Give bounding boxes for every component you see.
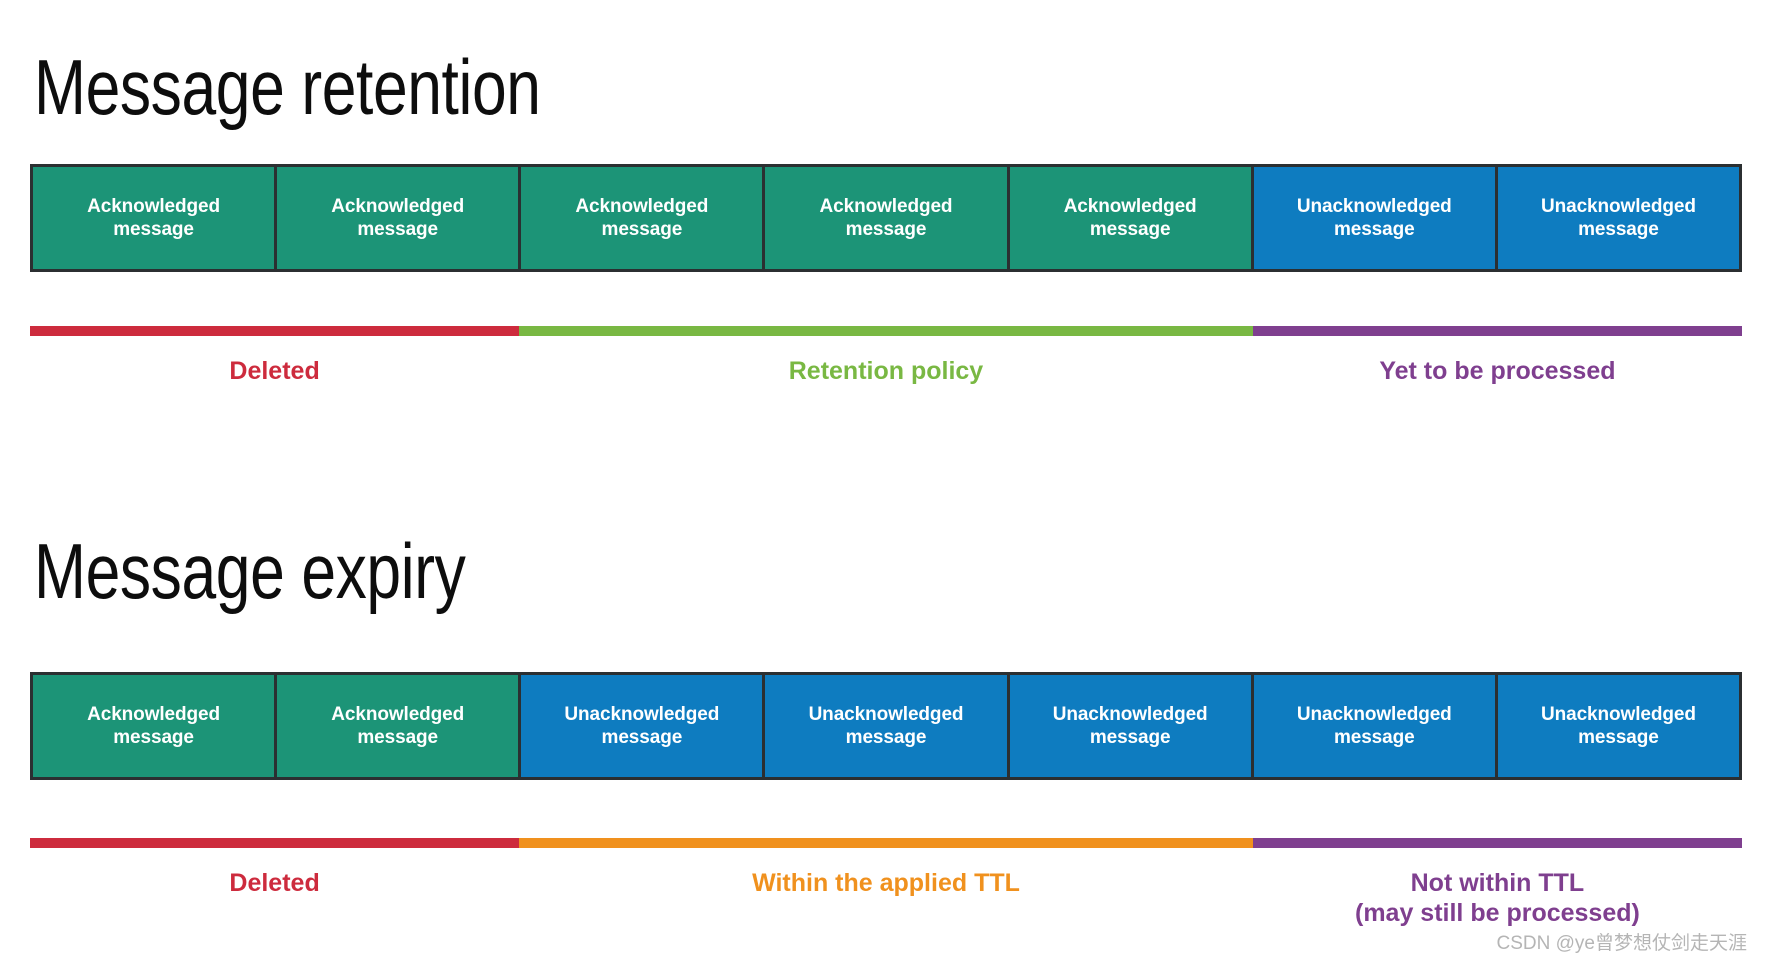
- status-label: Not within TTL (may still be processed): [1355, 869, 1640, 927]
- status-label-row-expiry: Deleted Within the applied TTL Not within …: [30, 864, 1742, 928]
- message-block-unack: Unacknowledged message: [1497, 675, 1739, 777]
- status-bar-segment-orange: [519, 838, 1253, 848]
- status-label: Retention policy: [788, 357, 984, 385]
- message-block-ack: Acknowledged message: [765, 167, 1007, 269]
- message-block-unack: Unacknowledged message: [1253, 167, 1495, 269]
- status-label: Yet to be processed: [1379, 357, 1616, 385]
- status-bar-segment-red: [30, 326, 520, 336]
- message-block-ack: Acknowledged message: [33, 167, 275, 269]
- status-label: Deleted: [229, 357, 320, 385]
- status-bar-segment-purple: [1252, 838, 1742, 848]
- message-block-ack: Acknowledged message: [277, 167, 519, 269]
- message-block-ack: Acknowledged message: [1009, 167, 1251, 269]
- message-block-unack: Unacknowledged message: [521, 675, 763, 777]
- status-bar-segment-purple: [1252, 326, 1742, 336]
- csdn-watermark: CSDN @ye曾梦想仗剑走天涯: [1496, 933, 1747, 954]
- page-title-message-expiry: Message expiry: [34, 527, 466, 615]
- message-block-unack: Unacknowledged message: [1253, 675, 1495, 777]
- status-bar-retention: [30, 326, 1742, 336]
- message-block-unack: Unacknowledged message: [765, 675, 1007, 777]
- message-block-unack: Unacknowledged message: [1497, 167, 1739, 269]
- message-block-ack: Acknowledged message: [277, 675, 519, 777]
- status-label: Deleted: [229, 869, 320, 897]
- message-block-unack: Unacknowledged message: [1009, 675, 1251, 777]
- message-block-ack: Acknowledged message: [33, 675, 275, 777]
- status-label: Within the applied TTL: [752, 869, 1020, 897]
- status-bar-expiry: [30, 838, 1742, 848]
- message-block-ack: Acknowledged message: [521, 167, 763, 269]
- page-title-message-retention: Message retention: [34, 43, 541, 131]
- status-bar-segment-green: [519, 326, 1253, 336]
- status-bar-segment-red: [30, 838, 520, 848]
- status-label-row-retention: Deleted Retention policy Yet to be process…: [30, 352, 1742, 386]
